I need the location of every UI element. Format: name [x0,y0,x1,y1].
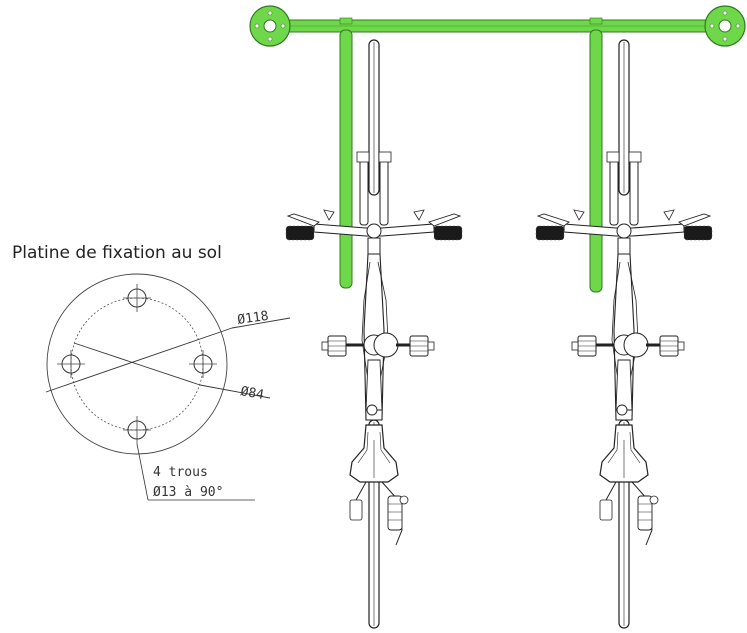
hole-note-leader [136,443,149,501]
floor-plate-detail: Platine de fixation au sol [12,243,291,501]
hole-note-line1: 4 trous [153,465,208,480]
bike-rack [249,5,746,293]
hole-note-line2: Ø13 à 90° [153,485,223,500]
plate-outer-circle [46,273,228,455]
rack-flange-right [704,5,746,47]
bolt-hole-left [57,350,85,378]
dimension-line-outer [45,327,233,393]
plate-title: Platine de fixation au sol [12,243,222,263]
rack-hoop-left [339,29,353,289]
dimension-line-inner [73,342,201,386]
dimension-outer-label: Ø118 [236,309,269,328]
bike-left [284,38,464,630]
rack-hoop-right [589,29,603,293]
rack-flange-left [249,5,291,47]
bolt-hole-right [189,350,217,378]
dimension-inner-label: Ø84 [239,384,265,403]
bolt-hole-top [123,284,151,312]
bolt-hole-bottom [123,416,151,444]
bike-right [534,38,714,630]
